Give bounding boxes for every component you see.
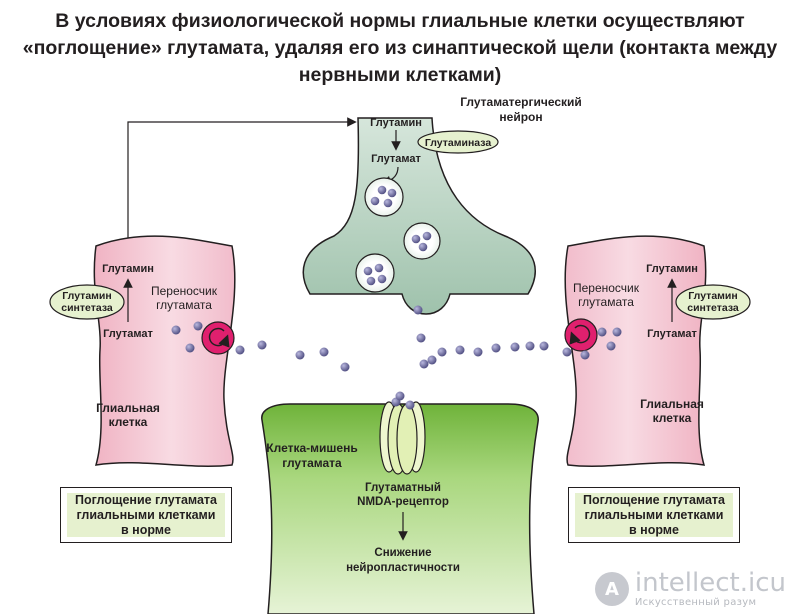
effect-label-2: нейропластичности xyxy=(346,562,460,574)
left-caption-box: Поглощение глутамата глиальными клетками… xyxy=(60,487,232,543)
right-enzyme-label-1: Глутамин xyxy=(688,290,737,302)
glutamate-molecule xyxy=(612,327,622,337)
watermark-subtitle: Искусственный разум xyxy=(634,597,757,608)
vesicle xyxy=(364,177,404,217)
glutamate-molecule xyxy=(171,325,181,335)
right-caption-text: Поглощение глутамата глиальными клетками… xyxy=(575,493,733,537)
right-transporter-label-2: глутамата xyxy=(578,295,634,309)
glutamate-molecule xyxy=(437,347,447,357)
diagram-title: В условиях физиологической нормы глиальн… xyxy=(22,10,778,86)
vesicle xyxy=(355,253,395,293)
watermark-name: intellect.icu xyxy=(634,568,786,598)
right-enzyme-label-2: синтетаза xyxy=(687,302,739,314)
left-glutamine-synthetase xyxy=(49,284,125,320)
glutamate-molecule xyxy=(413,305,423,315)
left-caption-text: Поглощение глутамата глиальными клетками… xyxy=(67,493,225,537)
glutamine-return-arrow xyxy=(127,117,357,288)
glutamate-molecule xyxy=(597,327,607,337)
glutamate-molecule xyxy=(257,340,267,350)
glutamate-molecule xyxy=(395,391,405,401)
right-glutamine-label: Глутамин xyxy=(646,263,698,275)
right-glial-label-1: Глиальная xyxy=(640,397,704,411)
right-glutamate-label: Глутамат xyxy=(647,328,697,340)
glutamate-molecules xyxy=(171,305,622,410)
glutamate-molecule xyxy=(235,345,245,355)
nmda-receptor xyxy=(379,401,426,475)
glutamate-molecule xyxy=(185,343,195,353)
glutamate-molecule xyxy=(416,333,426,343)
glutamate-molecule xyxy=(319,347,329,357)
target-label-2: глутамата xyxy=(282,456,342,470)
left-glial-cell xyxy=(93,235,236,467)
neuron-glutamate-label: Глутамат xyxy=(371,153,421,165)
right-transporter-label-1: Переносчик xyxy=(573,281,640,295)
glutamate-molecule xyxy=(473,347,483,357)
glutamate-molecule xyxy=(510,342,520,352)
glutamate-molecule xyxy=(405,400,415,410)
glutamate-molecule xyxy=(295,350,305,360)
glutamate-molecule xyxy=(525,341,535,351)
glutamate-molecule xyxy=(539,341,549,351)
receptor-label-2: NMDA-рецептор xyxy=(357,496,449,508)
left-glutamate-label: Глутамат xyxy=(103,328,153,340)
right-glial-cell xyxy=(564,235,707,467)
effect-label-1: Снижение xyxy=(374,547,431,559)
right-caption-box: Поглощение глутамата глиальными клетками… xyxy=(568,487,740,543)
watermark-logo: A xyxy=(594,572,629,606)
receptor-label-1: Глутаматный xyxy=(365,482,441,494)
neuron-label-2: нейрон xyxy=(499,110,542,124)
presynaptic-neuron xyxy=(302,117,536,315)
glutamate-molecule xyxy=(427,355,437,365)
left-glial-label-2: клетка xyxy=(109,415,148,429)
left-glutamate-transporter xyxy=(201,321,235,355)
glutamate-molecule xyxy=(580,350,590,360)
glutamate-molecule xyxy=(562,347,572,357)
neuron-glutamine-label: Глутамин xyxy=(370,117,422,129)
target-cell xyxy=(261,403,539,614)
target-label-1: Клетка-мишень xyxy=(266,441,357,455)
left-glial-label-1: Глиальная xyxy=(96,401,160,415)
watermark: A intellect.icu Искусственный разум xyxy=(594,568,786,608)
left-enzyme-label-1: Глутамин xyxy=(62,290,111,302)
glutamate-molecule xyxy=(455,345,465,355)
left-transporter-label-2: глутамата xyxy=(156,298,212,312)
glutamate-molecule xyxy=(340,362,350,372)
glutamate-molecule xyxy=(491,343,501,353)
glutamate-molecule xyxy=(419,359,429,369)
right-glial-label-2: клетка xyxy=(653,411,692,425)
left-glutamine-label: Глутамин xyxy=(102,263,154,275)
neuron-label-1: Глутаматергический xyxy=(460,95,582,109)
glutaminase-enzyme xyxy=(417,130,499,154)
right-glutamate-transporter xyxy=(564,318,598,352)
vesicle xyxy=(403,222,441,260)
glutamate-molecule xyxy=(193,321,203,331)
glutaminase-label: Глутаминаза xyxy=(425,137,492,149)
right-glutamine-synthetase xyxy=(675,284,751,320)
left-enzyme-label-2: синтетаза xyxy=(61,302,113,314)
left-transporter-label-1: Переносчик xyxy=(151,284,218,298)
glutamate-molecule xyxy=(606,341,616,351)
